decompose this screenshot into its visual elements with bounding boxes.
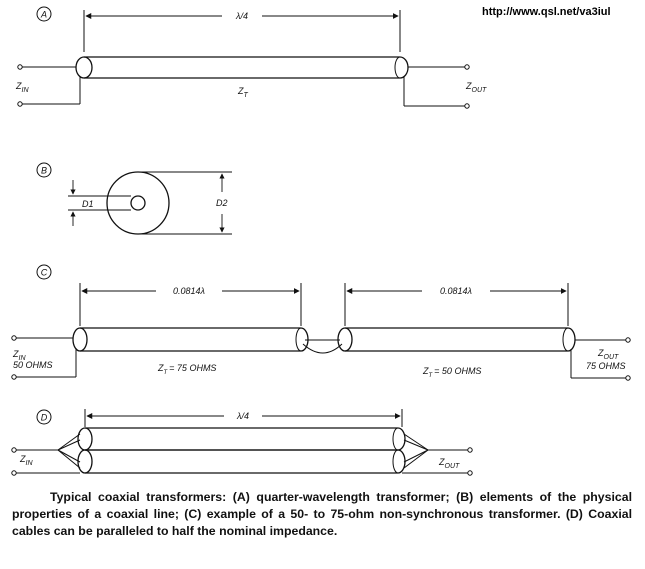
panel-c-length1-label: 0.0814λ	[173, 286, 205, 296]
panel-c-marker: C	[41, 268, 48, 278]
panel-c-cable1-end-left	[72, 327, 88, 352]
panel-c-zout-label: ZOUT	[597, 348, 619, 361]
panel-c-cable2-end-left	[337, 327, 353, 352]
panel-b-inner-conductor	[130, 195, 146, 211]
panel-b-d1-label: D1	[82, 199, 94, 209]
panel-d-lower-cable-end-left	[77, 449, 93, 474]
panel-d-zin-label: ZIN	[19, 454, 33, 467]
panel-d-length-label: λ/4	[236, 411, 249, 421]
panel-d-marker: D	[41, 413, 48, 423]
panel-b-marker: B	[41, 166, 47, 176]
panel-d: D λ/4 ZIN	[11, 409, 473, 476]
panel-b-d2-label: D2	[216, 198, 228, 208]
panel-a-zt-label: ZT	[237, 86, 249, 99]
panel-c-zin-value: 50 OHMS	[13, 360, 53, 370]
panel-a-length-label: λ/4	[235, 11, 248, 21]
panel-b: B D1 D2	[36, 162, 232, 235]
panel-b-outer-conductor	[106, 171, 170, 235]
panel-a-cable-end-left	[75, 56, 93, 79]
panel-c-zt2-label: ZT= 50 OHMS	[422, 366, 481, 379]
panel-c-zt1-label: ZT= 75 OHMS	[157, 363, 216, 376]
panel-a-marker: A	[40, 10, 47, 20]
panel-c-length2-label: 0.0814λ	[440, 286, 472, 296]
panel-a-zout-label: ZOUT	[465, 81, 487, 94]
figure-caption: Typical coaxial transformers: (A) quarte…	[12, 490, 632, 538]
panel-c-zin-label: ZIN	[12, 349, 26, 362]
source-url[interactable]: http://www.qsl.net/va3iul	[482, 6, 611, 18]
panel-a-zin-label: ZIN	[15, 81, 29, 94]
panel-c-zout-value: 75 OHMS	[586, 361, 626, 371]
panel-a-marker-circle	[36, 6, 52, 22]
panel-d-upper-cable-end-left	[77, 427, 93, 451]
panel-d-zout-label: ZOUT	[438, 457, 460, 470]
panel-c: C 0.0814λ 0.0814λ	[11, 264, 631, 381]
panel-a: A λ/4 ZIN ZT ZOUT	[15, 6, 487, 109]
